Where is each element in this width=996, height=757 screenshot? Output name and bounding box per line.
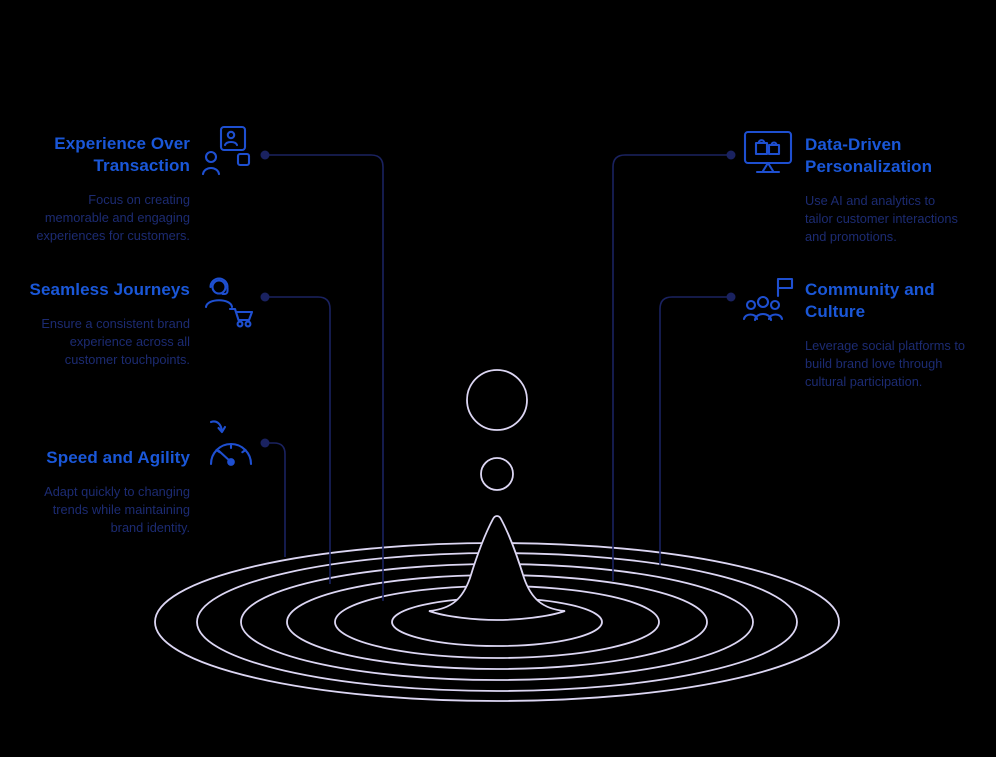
splash-shape	[428, 515, 566, 621]
callout-experience: Experience Over Transaction Focus on cre…	[10, 133, 190, 245]
connector-line-journeys	[265, 296, 331, 584]
connector-dots	[260, 150, 736, 448]
connector-dot	[260, 292, 270, 302]
connector-line-experience	[265, 154, 384, 601]
callout-speed: Speed and Agility Adapt quickly to chang…	[10, 447, 190, 537]
connector-lines	[265, 154, 731, 601]
connector-dot	[260, 150, 270, 160]
connector-dot	[726, 292, 736, 302]
people-flag-icon	[742, 274, 794, 330]
connector-dot	[726, 150, 736, 160]
callout-personalization: Data-Driven Personalization Use AI and a…	[805, 134, 980, 246]
callout-journeys-title: Seamless Journeys	[29, 280, 190, 299]
callout-personalization-desc: Use AI and analytics to tailor customer …	[805, 192, 958, 244]
support-agent-cart-icon	[202, 274, 254, 330]
speedometer-icon	[203, 418, 255, 474]
connector-line-speed	[265, 442, 286, 557]
droplet-circle-large	[466, 369, 528, 431]
callout-journeys-desc: Ensure a consistent brand experience acr…	[41, 315, 190, 368]
callout-community: Community and Culture Leverage social pl…	[805, 279, 980, 391]
connector-line-personalization	[612, 154, 731, 581]
connector-line-community	[659, 296, 731, 565]
callout-speed-title: Speed and Agility	[46, 448, 190, 467]
callout-speed-desc: Adapt quickly to changing trends while m…	[44, 483, 190, 536]
callout-experience-title: Experience Over Transaction	[54, 134, 190, 175]
droplet-circle-small	[480, 457, 514, 491]
water-droplet	[428, 369, 566, 621]
callout-personalization-title: Data-Driven Personalization	[805, 135, 933, 176]
callout-community-desc: Leverage social platforms to build brand…	[805, 337, 966, 389]
callout-experience-desc: Focus on creating memorable and engaging…	[36, 191, 190, 243]
callout-community-title: Community and Culture	[805, 280, 935, 321]
person-screens-icon	[202, 124, 254, 180]
callout-journeys: Seamless Journeys Ensure a consistent br…	[10, 279, 190, 369]
connector-dot	[260, 438, 270, 448]
monitor-shopping-icon	[742, 126, 794, 182]
